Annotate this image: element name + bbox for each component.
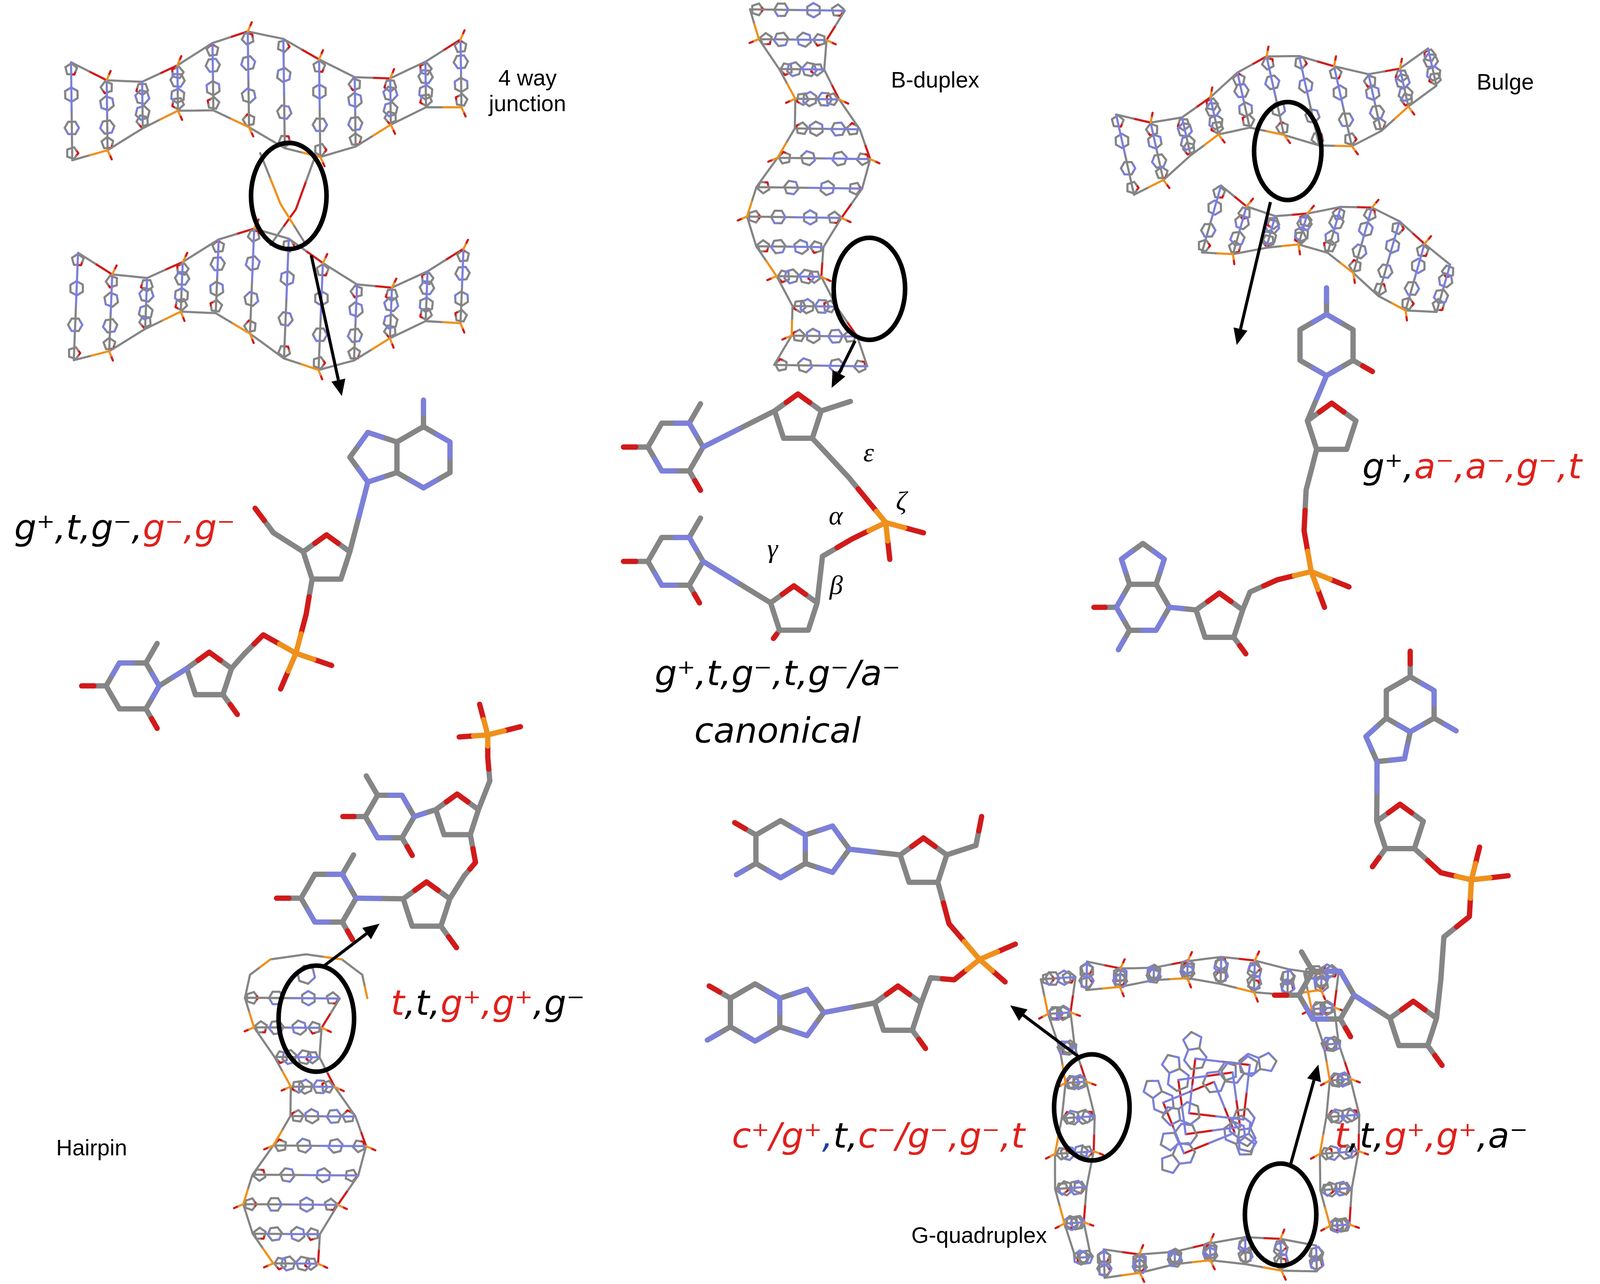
label-segment: ,a⁻	[1476, 1114, 1528, 1156]
torsion-class: c⁺/g⁺,t,c⁻/g⁻,g⁻,t	[731, 1115, 1025, 1156]
label-segment: t,	[833, 1114, 859, 1156]
nucleotide-sticks	[279, 511, 1490, 971]
nucleotide-sticks	[94, 301, 1457, 1056]
label-segment: ,t,	[404, 982, 441, 1023]
torsion-symbol: ζ	[895, 485, 907, 517]
structure-name: G-quadruplex	[911, 1222, 1047, 1248]
torsion-class: g⁺,t,g⁻,g⁻,g⁻	[14, 507, 236, 548]
label-segment: g⁺,t,g⁻,	[14, 506, 143, 548]
leader-line	[1290, 1080, 1314, 1164]
arrowhead	[1306, 1064, 1321, 1082]
structure-name: Bulge	[1476, 69, 1535, 95]
highlight-circle	[1054, 1054, 1130, 1161]
torsion-symbol: ε	[863, 436, 874, 468]
label-segment: g⁺,g⁺	[440, 982, 533, 1023]
arrowhead	[331, 378, 346, 397]
torsion-class: t,t,g⁺,g⁺,g⁻	[390, 982, 585, 1023]
arrowhead	[1233, 327, 1248, 345]
highlight-circle	[1254, 102, 1322, 201]
structure-name: Hairpin	[56, 1134, 127, 1161]
leader-line	[324, 933, 367, 966]
torsion-symbol: α	[828, 499, 843, 531]
arrowhead	[362, 923, 380, 939]
label-segment: ,t,	[1348, 1114, 1385, 1156]
label-segment: c⁺/g⁺	[731, 1114, 823, 1156]
leader-line	[1240, 201, 1271, 329]
label-segment: g⁺,g⁺	[1384, 1114, 1477, 1156]
label-segment: ,g⁻	[532, 982, 585, 1023]
highlight-circle	[1245, 1163, 1317, 1266]
torsion-symbol: γ	[767, 532, 778, 564]
arrowhead	[1010, 1005, 1028, 1021]
label-segment: g⁻,g⁻	[142, 506, 236, 548]
nucleotide-sticks	[81, 365, 1509, 1066]
torsion-symbol: β	[829, 569, 843, 601]
leader-line	[1023, 1015, 1080, 1058]
label-segment: t	[390, 982, 405, 1023]
highlight-circle	[278, 965, 355, 1072]
arrowhead	[831, 369, 846, 388]
highlight-circle	[833, 237, 905, 340]
label-segment: c⁻/g⁻,g⁻,t	[858, 1114, 1025, 1156]
highlight-circle	[251, 142, 327, 250]
canonical-label: canonical	[573, 710, 982, 751]
label-segment: g⁺,	[1362, 445, 1414, 487]
torsion-class: g⁺,a⁻,a⁻,g⁻,t	[1362, 446, 1582, 487]
torsion-class: t,t,g⁺,g⁺,a⁻	[1334, 1115, 1528, 1156]
torsion-class: g⁺,t,g⁻,t,g⁻/a⁻	[573, 652, 982, 694]
label-segment: t	[1334, 1114, 1349, 1156]
label-segment: a⁻,a⁻,g⁻,t	[1413, 445, 1582, 487]
structure-name: B-duplex	[890, 67, 980, 93]
label-segment: ,	[822, 1114, 834, 1156]
structure-name: 4 way junction	[471, 65, 584, 117]
leader-line	[838, 340, 856, 373]
leader-line	[311, 255, 339, 381]
